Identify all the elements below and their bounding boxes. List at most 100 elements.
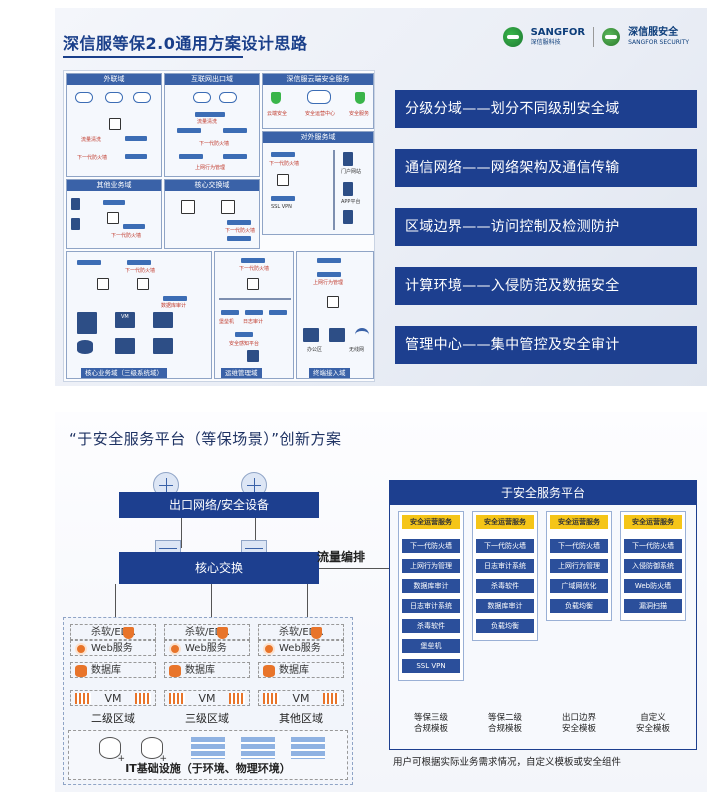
template-caption-line: 安全模板 <box>635 724 670 734</box>
brand-name: SANGFOR <box>530 27 586 38</box>
db-row: 数据库 <box>258 662 344 678</box>
security-component-button[interactable]: 负载均衡 <box>550 599 608 613</box>
db-audit-icon <box>269 310 287 315</box>
zone-cloud-service: 深信服云端安全服务 云端安全 安全运营中心 安全服务 <box>262 73 374 129</box>
security-component-button[interactable]: 下一代防火墙 <box>476 539 534 553</box>
template-caption: 等保三级合规模板 <box>396 713 466 735</box>
logo-divider <box>593 27 595 47</box>
banner-mgmt-center: 管理中心——集中管控及安全审计 <box>395 326 697 364</box>
security-component-button[interactable]: 下一代防火墙 <box>402 539 460 553</box>
switch-icon <box>277 174 289 186</box>
storage-rack-icon <box>241 737 275 759</box>
audit-device-icon <box>227 236 251 241</box>
sangfor-security-logo-icon <box>602 28 621 46</box>
brand-subtitle: 深信服科技 <box>530 39 561 46</box>
title-underline <box>63 56 243 58</box>
security-center-icon <box>235 332 253 337</box>
security-component-button[interactable]: 数据库审计 <box>402 579 460 593</box>
behavior-mgmt-icon <box>223 154 247 159</box>
security-component-button[interactable]: 杀毒软件 <box>402 619 460 633</box>
template-caption-line: 合规模板 <box>413 724 448 734</box>
template-caption-line: 出口边界 <box>561 713 596 723</box>
template-caption: 等保二级合规模板 <box>470 713 540 735</box>
security-component-button[interactable]: 上网行为管理 <box>402 559 460 573</box>
db-row: 数据库 <box>164 662 250 678</box>
switch-icon <box>109 118 121 130</box>
firewall-icon <box>317 258 341 263</box>
firewall-icon <box>123 224 145 229</box>
shield-icon <box>123 627 134 639</box>
firewall-icon <box>125 136 147 141</box>
security-component-button[interactable]: 负载均衡 <box>476 619 534 633</box>
mgmt-bus-wire <box>219 298 291 300</box>
firewall-icon <box>103 200 125 205</box>
shield-icon <box>355 92 365 104</box>
security-component-button[interactable]: 堡垒机 <box>402 639 460 653</box>
partner-subtitle: SANGFOR SECURITY <box>628 39 689 46</box>
zone-ops-mgmt: 下一代防火墙 堡垒机 日志审计 安全感知平台 运维管理域 <box>214 251 294 379</box>
gear-icon <box>263 643 275 655</box>
gear-icon <box>169 643 181 655</box>
server-icon <box>71 218 80 230</box>
zone-level2: 杀软/EDR Web服务 数据库 VM 二级区域 <box>70 624 156 726</box>
vm-host-icon <box>115 338 135 354</box>
security-component-button[interactable]: SSL VPN <box>402 659 460 673</box>
vm-host-icon <box>153 338 173 354</box>
ops-service-button[interactable]: 安全运营服务 <box>550 515 608 529</box>
vm-row: VM <box>258 690 344 706</box>
security-component-button[interactable]: 下一代防火墙 <box>624 539 682 553</box>
security-component-button[interactable]: 下一代防火墙 <box>550 539 608 553</box>
security-component-button[interactable]: 日志审计系统 <box>402 599 460 613</box>
server-icon <box>343 152 353 166</box>
security-component-button[interactable]: Web防火墙 <box>624 579 682 593</box>
firewall-icon <box>125 154 147 159</box>
banner-comm-network: 通信网络——网络架构及通信传输 <box>395 149 697 187</box>
server-icon <box>343 210 353 224</box>
sangfor-logo-icon <box>502 27 523 47</box>
ddos-device-icon <box>195 112 225 117</box>
security-component-button[interactable]: 数据库审计 <box>476 599 534 613</box>
template-caption-line: 等保二级 <box>487 713 522 723</box>
edr-row: 杀软/EDR <box>70 624 156 640</box>
template-caption: 出口边界安全模板 <box>544 713 614 735</box>
gear-icon <box>75 643 87 655</box>
slide-security-platform: “于安全服务平台（等保场景）”创新方案 出口网络/安全设备 核心交换 流量编排 … <box>55 412 707 792</box>
ops-service-button[interactable]: 安全运营服务 <box>476 515 534 529</box>
storage-rack-icon <box>291 737 325 759</box>
cloud-icon <box>105 92 123 103</box>
edr-row: 杀软/EDR <box>258 624 344 640</box>
firewall-icon <box>127 260 151 265</box>
zone-other-business: 其他业务域 下一代防火墙 <box>66 179 162 249</box>
template-caption: 自定义安全模板 <box>618 713 688 735</box>
link-line <box>115 584 116 618</box>
vm-stripe-icon <box>135 693 151 704</box>
zone-core-switch: 核心交换域 下一代防火墙 <box>164 179 260 249</box>
ops-service-button[interactable]: 安全运营服务 <box>624 515 682 529</box>
link-line <box>181 518 182 548</box>
database-icon <box>263 665 275 677</box>
template-caption-line: 安全模板 <box>561 724 596 734</box>
security-component-button[interactable]: 广域网优化 <box>550 579 608 593</box>
vm-stripe-icon <box>263 693 279 704</box>
switch-icon <box>327 296 339 308</box>
server-add-icon <box>99 737 125 764</box>
security-component-button[interactable]: 杀毒软件 <box>476 579 534 593</box>
behavior-mgmt-icon <box>179 154 203 159</box>
vm-row: VM <box>164 690 250 706</box>
security-component-button[interactable]: 漏洞扫描 <box>624 599 682 613</box>
zone-external: 外联域 流量清洗 下一代防火墙 <box>66 73 162 177</box>
switch-icon <box>247 278 259 290</box>
security-component-button[interactable]: 上网行为管理 <box>550 559 608 573</box>
security-component-button[interactable]: 日志审计系统 <box>476 559 534 573</box>
template-frame <box>398 511 464 681</box>
template-caption-line: 合规模板 <box>487 724 522 734</box>
page-title: 深信服等保2.0通用方案设计思路 <box>63 34 308 53</box>
vm-row: VM <box>70 690 156 706</box>
security-component-button[interactable]: 入侵防御系统 <box>624 559 682 573</box>
ops-service-button[interactable]: 安全运营服务 <box>402 515 460 529</box>
shield-icon <box>271 92 281 104</box>
core-switch-icon <box>181 200 195 214</box>
banner-compute-env: 计算环境——入侵防范及数据安全 <box>395 267 697 305</box>
vm-host-icon <box>115 312 135 328</box>
security-service-platform: 于安全服务平台 安全运营服务下一代防火墙上网行为管理数据库审计日志审计系统杀毒软… <box>389 480 697 750</box>
